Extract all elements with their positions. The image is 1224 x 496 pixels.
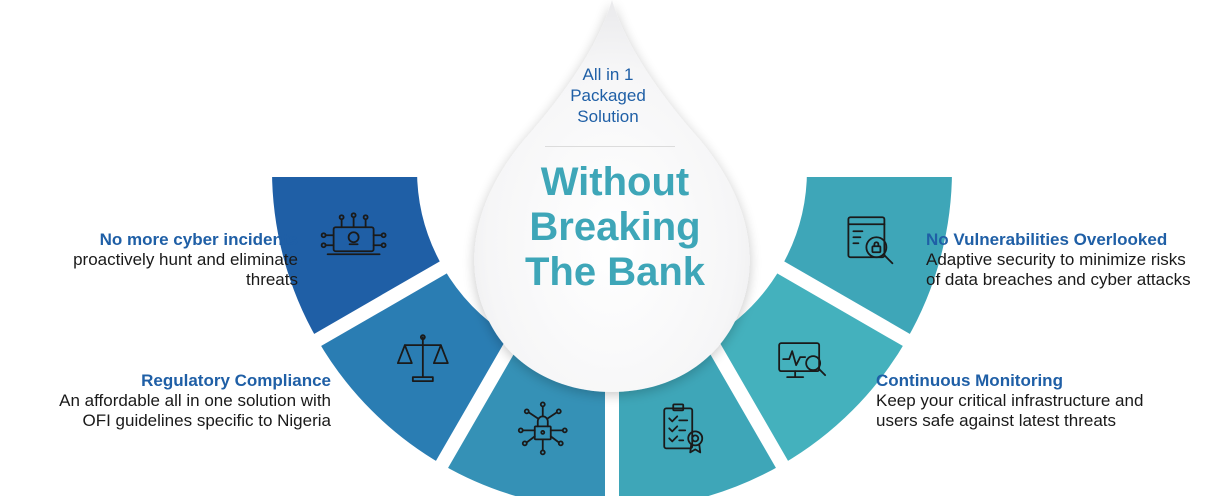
feature-no-vulnerabilities-overlooked: No Vulnerabilities Overlooked Adaptive s… [926,230,1216,290]
scales-icon [396,334,449,383]
feature-no-cyber-incidents: No more cyber incidents proactively hunt… [40,230,298,290]
circuit-lock-icon [517,401,568,456]
feature-body: An affordable all in one solution with O… [59,391,331,430]
segment-separator [775,260,912,348]
icon-layer [320,212,894,456]
segment-code-magnifier [780,170,952,340]
center-tagline: All in 1 Packaged Solution [570,65,646,126]
feature-heading: No more cyber incidents [99,230,298,249]
segment-separator [434,333,522,470]
feature-body: Keep your critical infrastructure and us… [876,391,1144,430]
center-divider [545,146,675,147]
hacker-laptop-icon [320,212,387,256]
code-magnifier-icon [847,216,894,265]
feature-continuous-monitoring: Continuous Monitoring Keep your critical… [876,371,1176,431]
center-drop [474,0,750,392]
feature-body: proactively hunt and eliminate threats [73,250,298,289]
feature-regulatory-compliance: Regulatory Compliance An affordable all … [10,371,331,431]
feature-heading: Continuous Monitoring [876,371,1063,390]
segment-separator [312,260,449,348]
checklist-certificate-icon [663,403,704,454]
monitor-search-icon [778,342,827,379]
segment-separator [702,333,790,470]
center-title: Without Breaking The Bank [524,160,706,294]
feature-heading: No Vulnerabilities Overlooked [926,230,1168,249]
feature-body: Adaptive security to minimize risks of d… [926,250,1191,289]
feature-heading: Regulatory Compliance [141,371,331,390]
